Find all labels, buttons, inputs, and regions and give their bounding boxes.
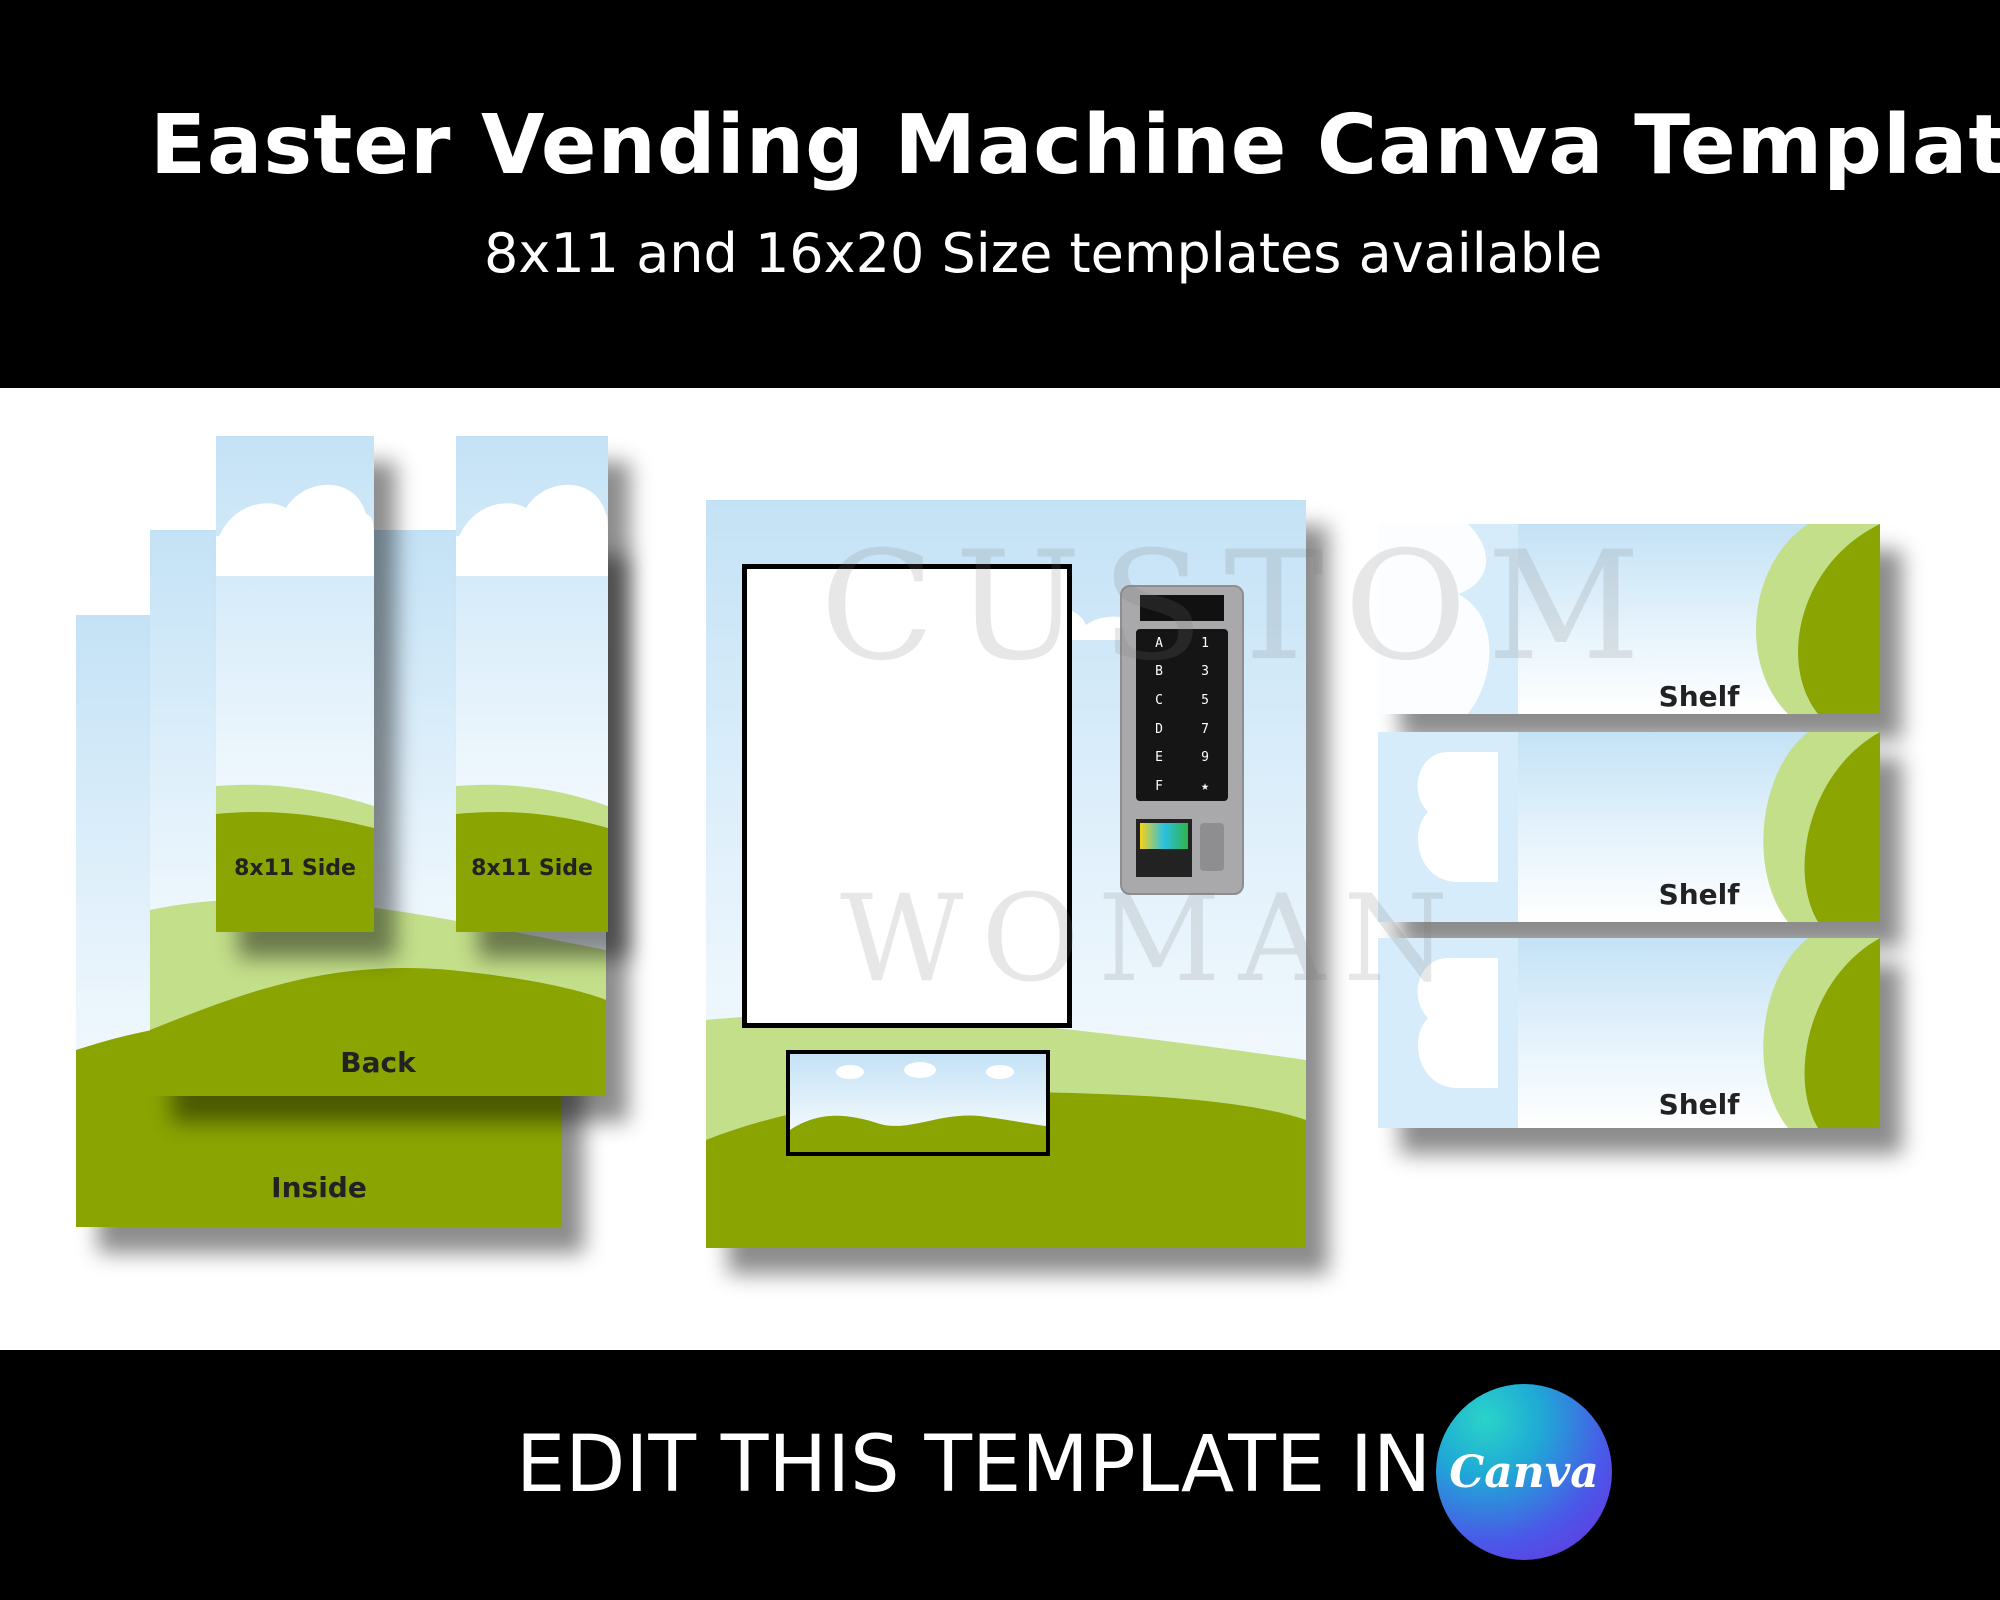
shelf-panel-3: Shelf [1378,938,1880,1128]
canva-logo-text: Canva [1449,1446,1599,1498]
shelf-1-art [1378,524,1880,714]
edit-cta-text: EDIT THIS TEMPLATE IN [516,1420,1432,1510]
shelf-3-label: Shelf [1658,1088,1740,1121]
back-hills [150,899,606,1096]
footer-band [0,1350,2000,1600]
shelf-panel-1: Shelf [1378,524,1880,714]
keypad-keys: A 1 B 3 C 5 D 7 E 9 F ★ [1136,629,1228,801]
keypad-key: 7 [1201,721,1209,737]
pickup-slot-art [790,1062,1046,1152]
canva-logo[interactable]: Canva [1436,1384,1612,1560]
keypad-key: E [1155,750,1163,766]
keypad-key: 9 [1201,750,1209,766]
shelf-3-art [1378,938,1880,1128]
side-right-label: 8x11 Side [471,856,593,881]
keypad-display [1140,595,1224,621]
product-window [742,564,1072,1028]
page-subtitle: 8x11 and 16x20 Size templates available [484,222,1603,285]
page-title: Easter Vending Machine Canva Template [150,98,2000,193]
shelf-panel-2: Shelf [1378,732,1880,922]
keypad-key: A [1155,635,1163,651]
shelf-2-label: Shelf [1658,878,1740,911]
card-reader [1136,819,1192,877]
card-reader-screen [1140,823,1188,849]
side-left-label: 8x11 Side [234,856,356,881]
side-panel-right: 8x11 Side [456,436,608,932]
coin-slot [1200,823,1224,871]
shelf-2-art [1378,732,1880,922]
keypad-key: ★ [1201,779,1209,795]
header-band [0,0,2000,388]
shelf-1-label: Shelf [1658,680,1740,713]
keypad-key: F [1155,779,1163,795]
keypad-key: 3 [1201,664,1209,680]
back-label: Back [340,1046,416,1079]
keypad-key: D [1155,721,1163,737]
side-left-art [216,484,374,932]
side-right-art [456,484,608,932]
keypad-key: 5 [1201,693,1209,709]
keypad-key: B [1155,664,1163,680]
vending-keypad: A 1 B 3 C 5 D 7 E 9 F ★ [1120,585,1244,895]
keypad-key: 1 [1201,635,1209,651]
pickup-slot [786,1050,1050,1156]
side-panel-left: 8x11 Side [216,436,374,932]
inside-label: Inside [271,1171,367,1204]
keypad-key: C [1155,693,1163,709]
